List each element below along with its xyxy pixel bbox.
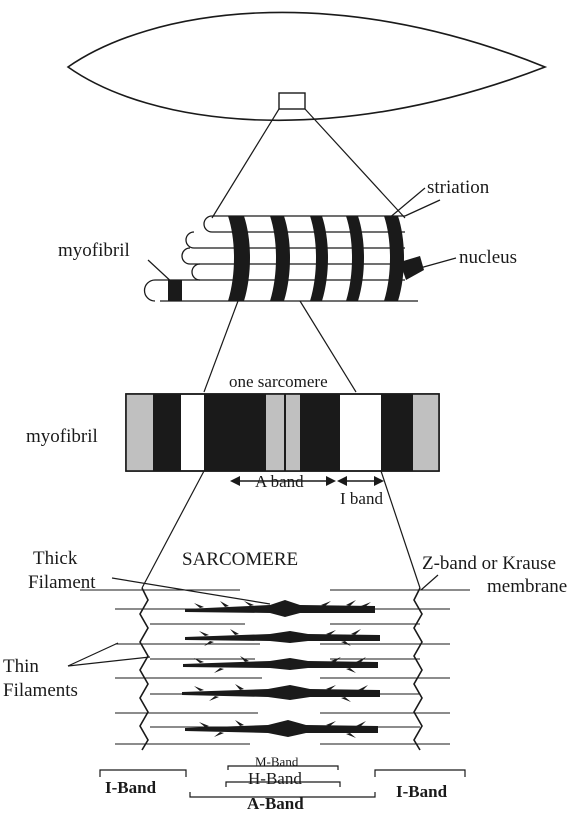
- one-sarcomere-label: one sarcomere: [229, 372, 328, 391]
- i-band-arrow: [337, 476, 384, 486]
- i-band-left-bracket: [99, 769, 187, 777]
- myofibril-bundle: [143, 199, 441, 302]
- z-band-label-line2: membrane: [487, 576, 567, 597]
- z-line-left: [139, 587, 149, 751]
- z-band-pointer: [420, 574, 439, 591]
- thin-filaments-label-line2: Filaments: [3, 680, 78, 701]
- band-brackets: [99, 765, 466, 798]
- a-band-label: A band: [255, 472, 304, 491]
- thin-filaments-label-line1: Thin: [3, 656, 39, 677]
- thick-filament-pointer: [111, 577, 271, 605]
- myofibril-label-top: myofibril: [58, 240, 130, 261]
- a-band-bottom-label: A-Band: [247, 794, 304, 813]
- zoom-lines-middle: [203, 300, 357, 393]
- h-band-bracket: [225, 781, 341, 787]
- zoom-lines-lower: [141, 470, 421, 589]
- i-band-label: I band: [340, 489, 383, 508]
- magnified-region-box: [278, 92, 306, 110]
- sarcomere-detail: [80, 587, 470, 751]
- nucleus-pointer: [419, 257, 457, 269]
- sarcomere-title: SARCOMERE: [182, 549, 298, 570]
- myofibril-label-mid: myofibril: [26, 426, 98, 447]
- m-band-label: M-Band: [255, 754, 299, 769]
- muscle-fiber: [66, 11, 548, 121]
- thick-filament-label-line2: Filament: [28, 572, 96, 593]
- thin-filaments-pointers: [67, 642, 151, 667]
- i-band-right-label: I-Band: [396, 782, 448, 801]
- myofibril-pointer: [147, 259, 176, 286]
- thick-filaments: [182, 600, 380, 738]
- a-band-bracket: [189, 792, 376, 798]
- z-line-right: [413, 587, 423, 751]
- striation-label: striation: [427, 177, 490, 198]
- striation-pointer: [387, 187, 426, 220]
- nucleus-shape: [400, 256, 424, 280]
- i-band-right-bracket: [374, 769, 466, 777]
- h-band-label: H-Band: [248, 769, 302, 788]
- zoom-lines-upper: [211, 108, 406, 219]
- myofibril-strip: [125, 393, 440, 472]
- a-band-arrow: [230, 476, 336, 486]
- nucleus-label: nucleus: [459, 247, 517, 268]
- i-band-left-label: I-Band: [105, 778, 157, 797]
- z-band-label-line1: Z-band or Krause: [422, 553, 556, 574]
- m-band-bracket: [227, 765, 339, 770]
- thick-filament-label-line1: Thick: [33, 548, 78, 569]
